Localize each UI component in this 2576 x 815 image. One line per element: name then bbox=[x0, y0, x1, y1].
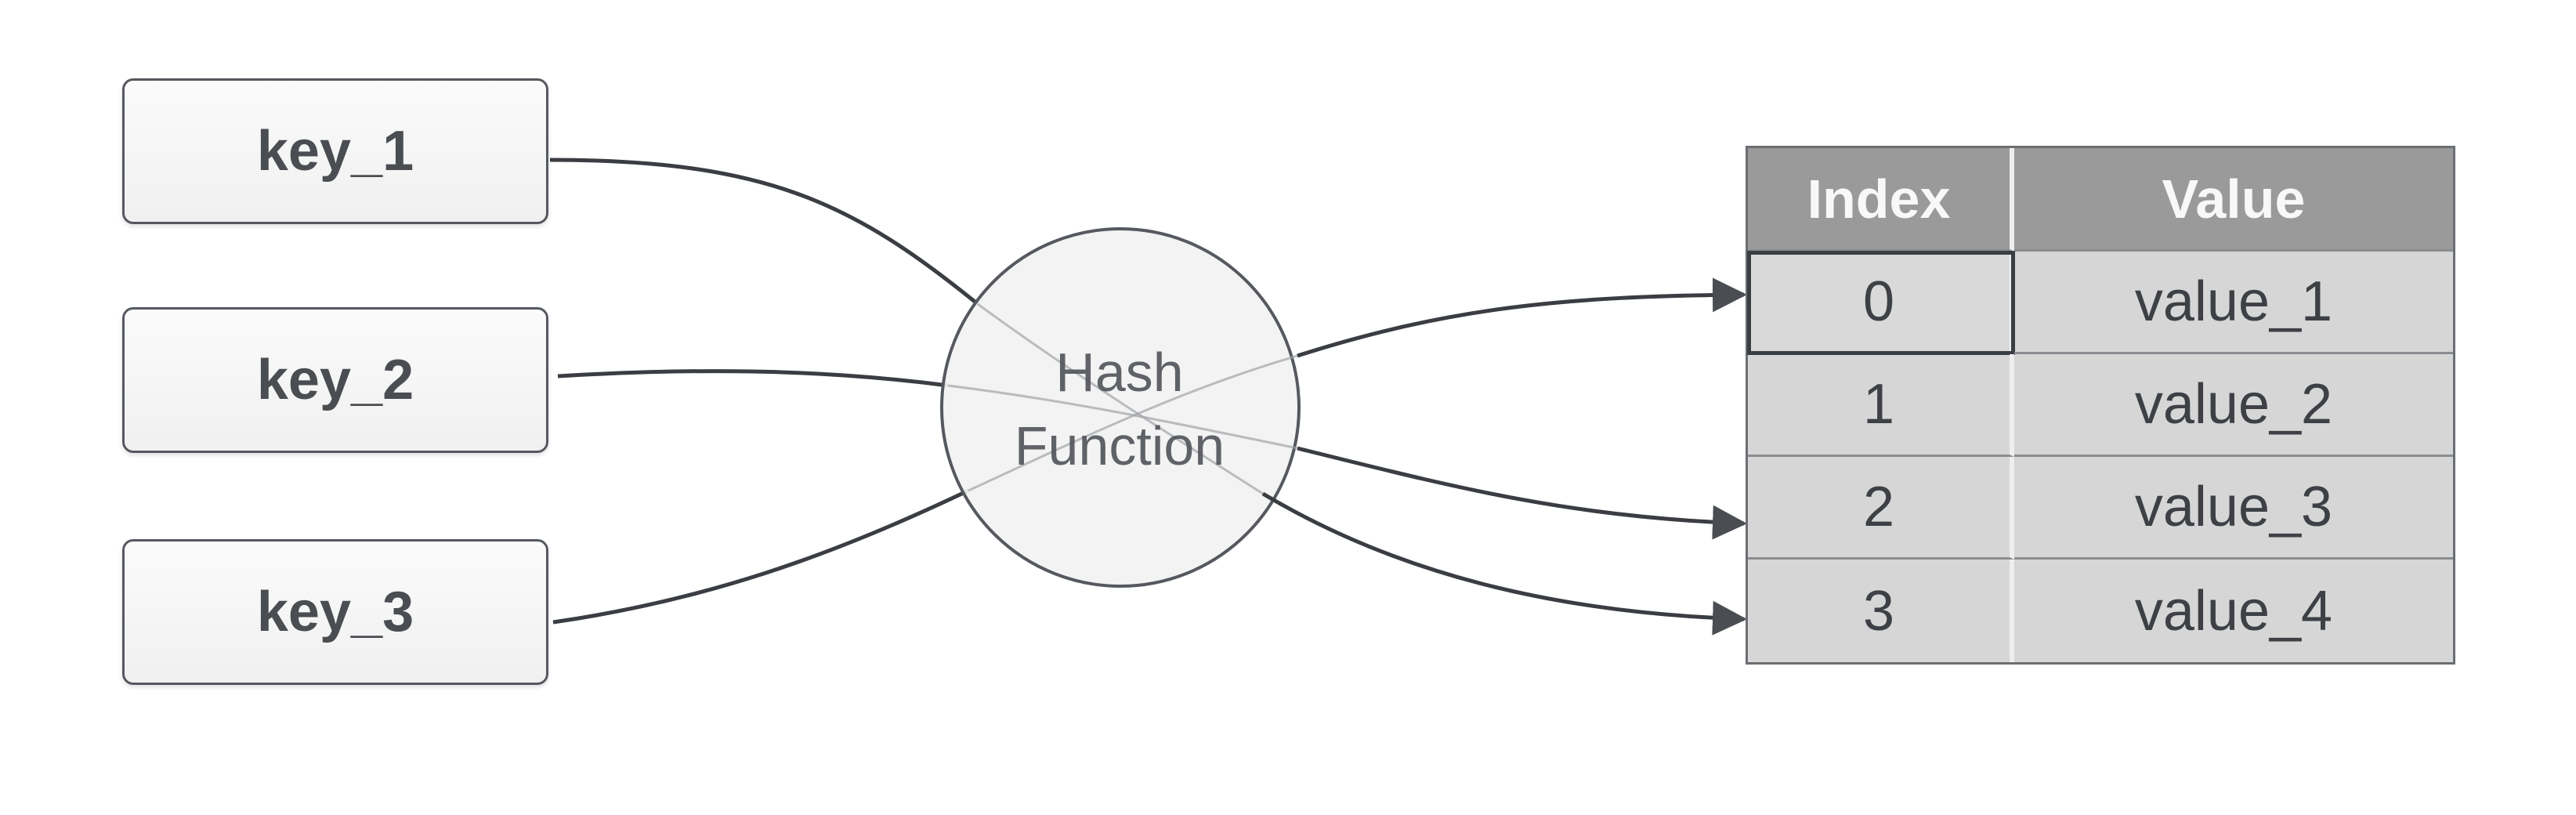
key-box-3: key_3 bbox=[122, 539, 548, 685]
arrow-hash-to-index-3 bbox=[1261, 491, 1747, 636]
inner-crossing-line-b bbox=[947, 384, 1298, 450]
key-box-2: key_2 bbox=[122, 307, 548, 453]
table-cell-value: value_3 bbox=[2014, 457, 2453, 560]
table-cell-index: 1 bbox=[1748, 354, 2014, 457]
table-cell-value: value_1 bbox=[2014, 252, 2453, 354]
inner-crossing-line-a bbox=[977, 302, 1264, 495]
hash-label-line2: Function bbox=[1014, 415, 1225, 476]
hash-label-line1: Hash bbox=[1055, 342, 1184, 403]
arrow-hash-to-index-2 bbox=[1297, 446, 1747, 540]
table-header-value: Value bbox=[2014, 148, 2453, 252]
table-cell-value: value_2 bbox=[2014, 354, 2453, 457]
arrow-hash-to-index-0 bbox=[1297, 277, 1747, 358]
hash-function-label: Hash Function bbox=[942, 335, 1297, 483]
connector-key3-to-hash bbox=[552, 488, 970, 625]
table-cell-index: 0 bbox=[1747, 251, 2015, 355]
connector-key2-to-hash bbox=[557, 369, 949, 388]
hash-table: Index Value 0 value_1 1 value_2 2 value_… bbox=[1746, 146, 2455, 665]
table-cell-value: value_4 bbox=[2134, 579, 2333, 643]
connector-key1-to-hash bbox=[549, 158, 979, 306]
table-cell-index: 2 bbox=[1748, 457, 2014, 560]
key-box-1: key_1 bbox=[122, 78, 548, 224]
hash-function-circle bbox=[940, 227, 1301, 588]
table-header-index: Index bbox=[1748, 148, 2014, 252]
inner-crossing-line-c bbox=[968, 354, 1298, 492]
table-cell-index: 3 bbox=[1748, 560, 2014, 662]
